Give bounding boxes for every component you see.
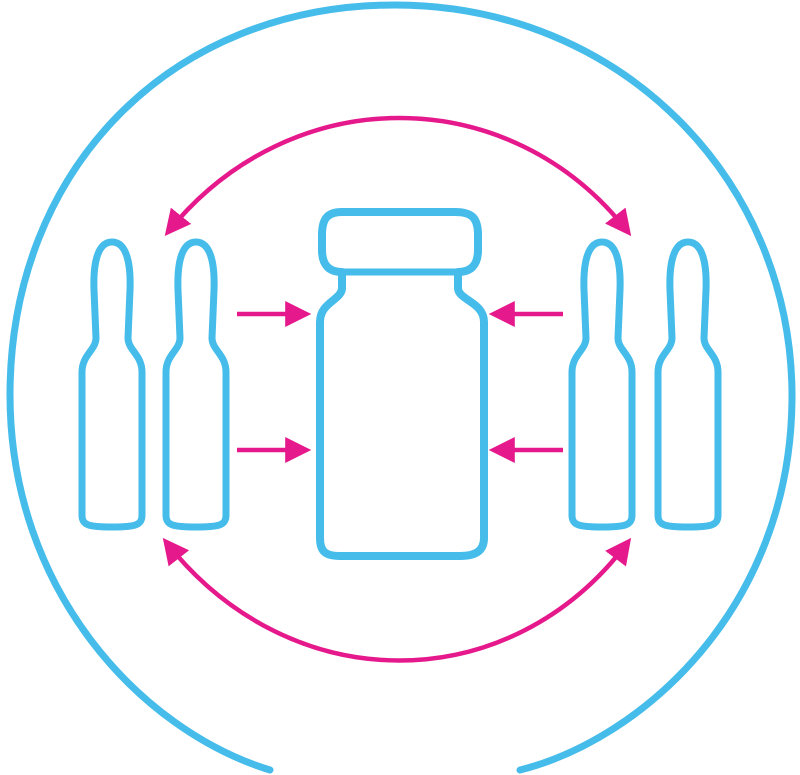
outer-ring-icon: [6, 1, 796, 774]
bottom-exchange-arrow-icon: [162, 537, 632, 663]
ampoule-3-icon: [568, 238, 636, 531]
ampoule-4-icon: [654, 238, 722, 531]
top-exchange-arrow-icon: [164, 115, 632, 237]
vial-icon: [316, 208, 488, 560]
ampoule-1-icon: [78, 238, 146, 531]
ampoule-2-icon: [162, 238, 230, 531]
